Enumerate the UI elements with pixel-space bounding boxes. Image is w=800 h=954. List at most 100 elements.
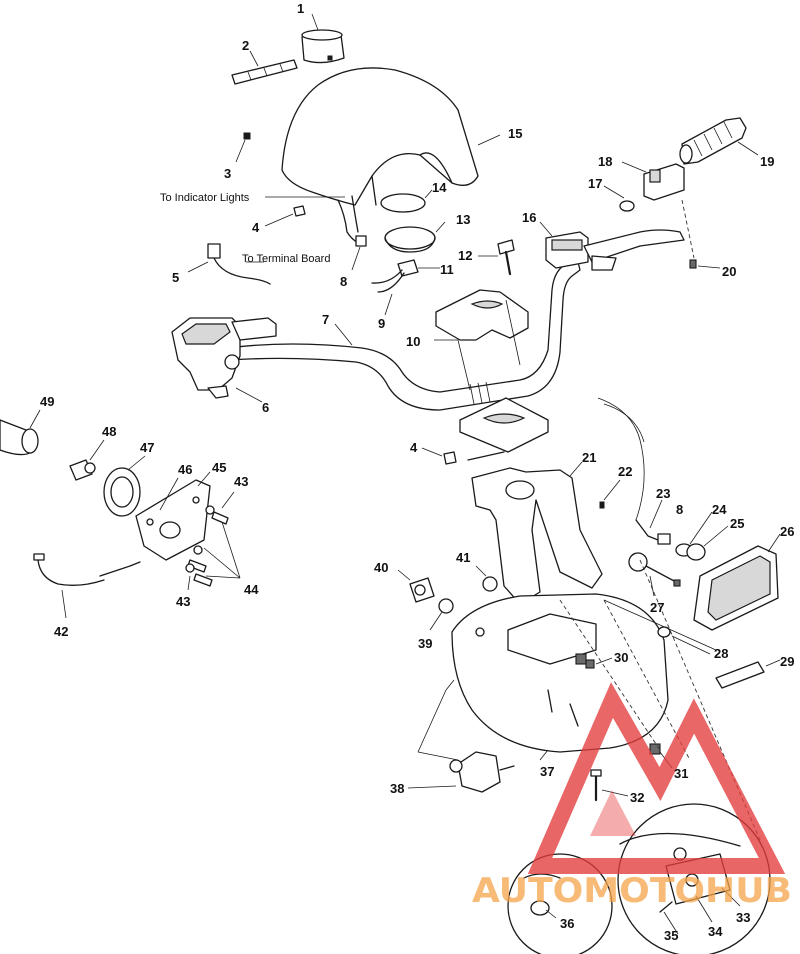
part-43-screws-lower: [185, 545, 213, 587]
part-4-clip-lower: [443, 451, 457, 465]
part-11-bulb-socket: [371, 259, 419, 293]
callout-39: 39: [418, 636, 432, 651]
callout-20: 20: [722, 264, 736, 279]
part-3-screw: [243, 132, 251, 140]
part-23-socket: [635, 519, 659, 541]
callout-2: 2: [242, 38, 249, 53]
part-22-screw: [599, 501, 605, 509]
part-48-fitting: [69, 459, 96, 481]
part-40-switch: [409, 577, 435, 603]
part-14-lens-ring: [380, 193, 426, 213]
part-25-collar: [686, 543, 706, 561]
part-16-master-cylinder: [545, 229, 685, 271]
part-10-bar-clamp-lower: [459, 397, 549, 453]
part-17-spacer: [619, 200, 635, 212]
callout-46: 46: [178, 462, 192, 477]
part-47-ring: [103, 467, 141, 517]
callout-24: 24: [712, 502, 727, 517]
callout-37: 37: [540, 764, 554, 779]
part-18-throttle-housing: [643, 163, 685, 201]
detail-circle-left: [507, 853, 613, 954]
callout-21: 21: [582, 450, 596, 465]
callout-5: 5: [172, 270, 179, 285]
part-5-terminal-connector: [207, 243, 271, 285]
part-6-left-switch-housing: [171, 317, 277, 399]
part-42-wire-lead: [33, 553, 141, 586]
callout-34: 34: [708, 924, 723, 939]
callout-26: 26: [780, 524, 794, 539]
callout-44: 44: [244, 582, 259, 597]
callout-43-lower: 43: [176, 594, 190, 609]
part-29-pin: [715, 661, 765, 689]
callout-40: 40: [374, 560, 388, 575]
part-27-adjuster: [628, 552, 681, 587]
callout-45: 45: [212, 460, 226, 475]
callout-4-lower: 4: [410, 440, 418, 455]
callout-42: 42: [54, 624, 68, 639]
callout-22: 22: [618, 464, 632, 479]
callout-28: 28: [714, 646, 728, 661]
callout-19: 19: [760, 154, 774, 169]
callout-14: 14: [432, 180, 447, 195]
callout-16: 16: [522, 210, 536, 225]
note-terminal-board: To Terminal Board: [242, 253, 330, 265]
part-43-screw-upper: [205, 505, 229, 525]
part-45-mounting-plate: [135, 479, 211, 561]
callout-33: 33: [736, 910, 750, 925]
part-13-bulb-housing: [384, 226, 436, 253]
part-21-mounting-bracket: [467, 451, 603, 605]
part-10-bar-clamp-upper: [435, 289, 529, 341]
callout-49: 49: [40, 394, 54, 409]
callout-8-lower: 8: [676, 502, 683, 517]
part-20-screw: [689, 259, 697, 269]
callout-17: 17: [588, 176, 602, 191]
watermark-logo: [527, 682, 786, 874]
callout-3: 3: [224, 166, 231, 181]
part-32-bolt: [590, 769, 602, 802]
part-19-hand-grip: [679, 117, 747, 165]
callout-23: 23: [656, 486, 670, 501]
callout-9: 9: [378, 316, 385, 331]
watermark-text: AUTOMOTOHUB: [472, 871, 792, 911]
callout-27: 27: [650, 600, 664, 615]
part-15-headlight-hood: [281, 67, 479, 206]
callout-31: 31: [674, 766, 688, 781]
callout-30: 30: [614, 650, 628, 665]
part-1-gauge-cap: [301, 29, 345, 64]
callout-29: 29: [780, 654, 794, 669]
part-8-connector-top: [355, 235, 367, 247]
part-26-headlight-lens: [693, 545, 779, 631]
callout-48: 48: [102, 424, 116, 439]
callout-18: 18: [598, 154, 612, 169]
callout-32: 32: [630, 790, 644, 805]
part-8-connector-lower: [657, 533, 671, 545]
callout-6: 6: [262, 400, 269, 415]
callout-38: 38: [390, 781, 404, 796]
callout-41: 41: [456, 550, 470, 565]
callout-4-upper: 4: [252, 220, 260, 235]
part-31-nut: [649, 743, 661, 755]
callout-25: 25: [730, 516, 744, 531]
callout-10: 10: [406, 334, 420, 349]
callout-15: 15: [508, 126, 522, 141]
callout-1: 1: [297, 1, 304, 16]
part-4-clip: [293, 205, 306, 217]
part-49-cable-end: [0, 419, 39, 456]
note-indicator-lights: To Indicator Lights: [160, 192, 250, 204]
part-2-connector-strip: [231, 59, 298, 85]
part-30-fastener: [585, 659, 595, 669]
part-7-handlebar: [227, 261, 581, 411]
callout-13: 13: [456, 212, 470, 227]
callout-47: 47: [140, 440, 154, 455]
part-12-bolt: [497, 239, 515, 276]
callout-43-upper: 43: [234, 474, 248, 489]
callout-8-upper: 8: [340, 274, 347, 289]
callout-12: 12: [458, 248, 472, 263]
callout-7: 7: [322, 312, 329, 327]
callout-11: 11: [440, 262, 454, 277]
part-39-nut: [438, 598, 454, 614]
part-38-switch: [449, 751, 515, 793]
callout-35: 35: [664, 928, 678, 943]
